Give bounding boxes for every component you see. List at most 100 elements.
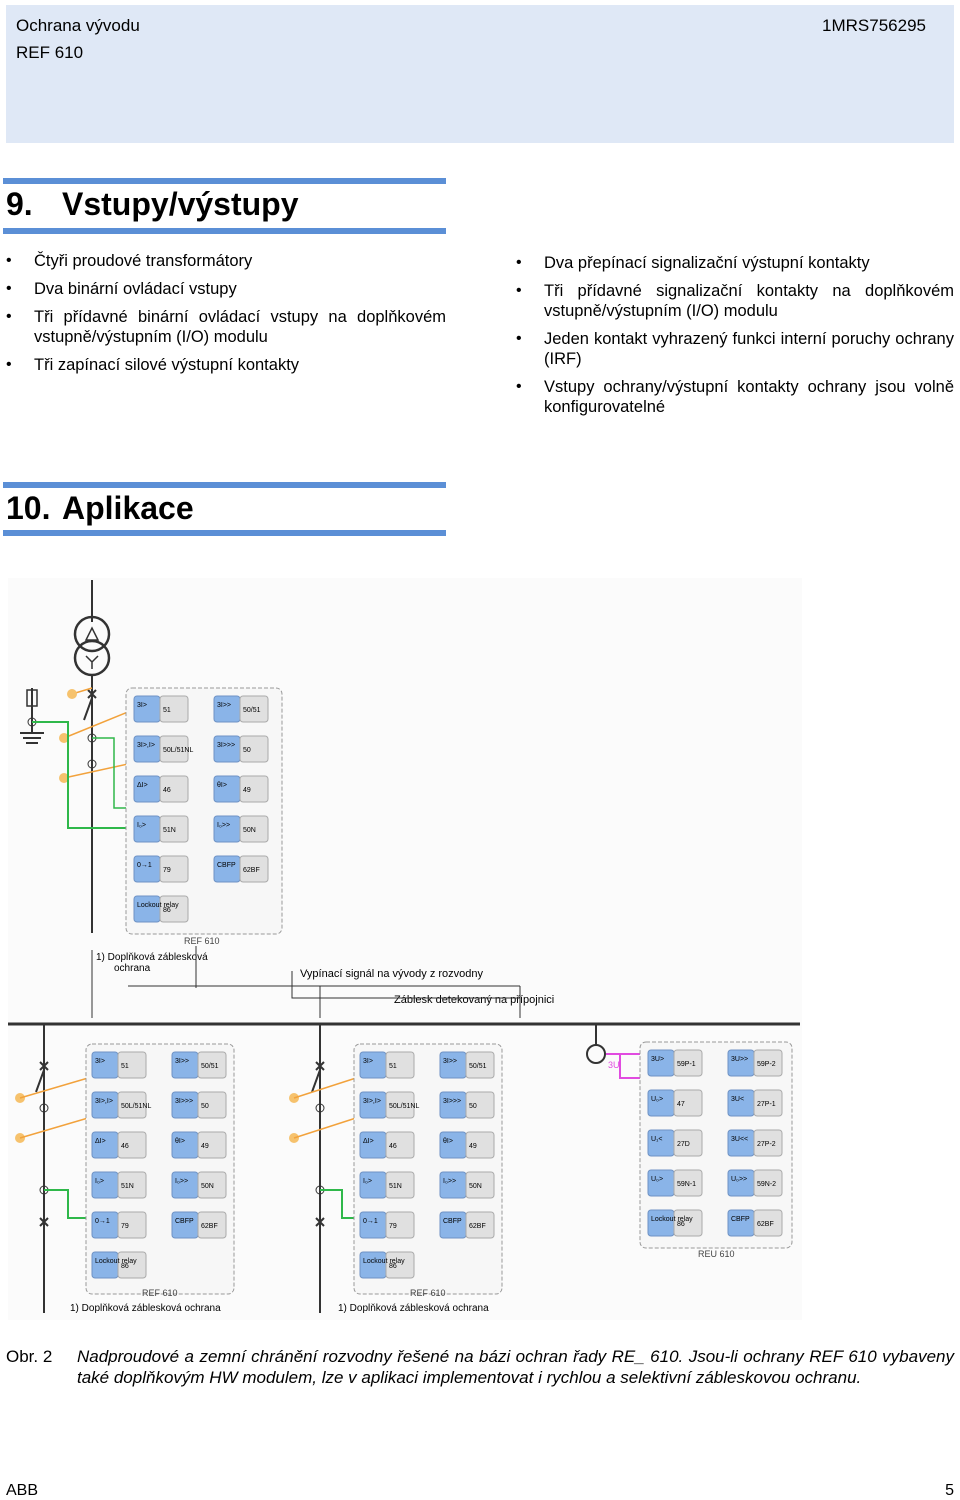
relay-ansi-code: 27P-1: [757, 1101, 776, 1108]
relay-function-block: I₀>51N: [359, 1171, 415, 1199]
relay-function-symbol: 3U<<: [731, 1136, 748, 1143]
relay-function-symbol: ΔI>: [363, 1138, 374, 1145]
flash-note-line1: 1) Doplňková záblesková: [96, 952, 208, 963]
relay-function-block: I₀>>50N: [171, 1171, 227, 1199]
relay-function-symbol: U₀>: [651, 1096, 663, 1103]
relay-ansi-code: 50/51: [469, 1063, 487, 1070]
relay-function-symbol: I₀>>: [217, 822, 230, 829]
relay-function-block: 0→1 79: [91, 1211, 147, 1239]
transformer-icon: [73, 615, 111, 653]
relay-ansi-code: 62BF: [243, 867, 260, 874]
relay-name-label: REF 610: [142, 1288, 178, 1298]
relay-function-symbol: 3I>>: [217, 702, 231, 709]
relay-function-symbol: 3I>>>: [175, 1098, 193, 1105]
relay-function-symbol: 0→1: [95, 1218, 110, 1225]
relay-name-label: REF 610: [184, 936, 220, 946]
relay-ansi-code: 51N: [121, 1183, 134, 1190]
relay-function-block: ΔI>46: [133, 775, 189, 803]
relay-function-block: U₀>59N-1: [647, 1169, 703, 1197]
list-item: Tři přídavné binární ovládací vstupy na …: [6, 307, 446, 347]
relay-ansi-code: 46: [121, 1143, 129, 1150]
relay-block-group: 3I>513I>>50/513I>,I>50L/51NL3I>>>50ΔI>46…: [133, 695, 269, 923]
relay-function-symbol: 3I>>: [443, 1058, 457, 1065]
feeder-1: 3I>513I>>50/513I>,I>50L/51NL3I>>>50ΔI>46…: [15, 1024, 235, 1313]
section-10-title: Aplikace: [62, 490, 194, 526]
relay-function-block: ΔI> 46: [359, 1131, 415, 1159]
relay-ansi-code: 50N: [243, 827, 256, 834]
relay-function-symbol: 3I>>>: [217, 742, 235, 749]
relay-ansi-code: 86: [389, 1263, 397, 1270]
relay-function-symbol: ΔI>: [95, 1138, 106, 1145]
relay-function-symbol: 3I>>: [175, 1058, 189, 1065]
section-rule-top: [3, 482, 446, 488]
footer-company: ABB: [6, 1482, 39, 1499]
relay-function-symbol: 3I>: [95, 1058, 105, 1065]
relay-function-symbol: Lockout relay: [137, 902, 179, 909]
relay-function-symbol: ΔI>: [137, 782, 148, 789]
relay-function-block: 3U>>59P-2: [727, 1049, 783, 1077]
relay-function-symbol: I₀>>: [443, 1178, 456, 1185]
figure-caption: Obr. 2 Nadproudové a zemní chránění rozv…: [6, 1346, 954, 1388]
flash-note-label: 1) Doplňková záblesková ochrana: [96, 952, 211, 974]
relay-function-block: 3I> 51: [359, 1051, 415, 1079]
relay-function-block: 3I>>50/51: [171, 1051, 227, 1079]
section-rule-bottom: [3, 228, 446, 234]
relay-function-symbol: θI>: [217, 782, 227, 789]
list-item: Dva přepínací signalizační výstupní kont…: [516, 253, 954, 273]
relay-ansi-code: 50: [469, 1103, 477, 1110]
list-item: Dva binární ovládací vstupy: [6, 279, 446, 299]
relay-ansi-code: 51: [389, 1063, 397, 1070]
list-item: Tři zapínací silové výstupní kontakty: [6, 355, 446, 375]
io-list-left: Čtyři proudové transformátory Dva binárn…: [6, 251, 446, 383]
relay-function-symbol: Lockout relay: [363, 1258, 405, 1265]
page-header: Ochrana vývodu REF 610 1MRS756295: [6, 5, 954, 143]
relay-function-block: 3I>,I>50L/51NL: [359, 1091, 419, 1119]
relay-function-symbol: I₀>: [137, 822, 146, 829]
relay-ansi-code: 50L/51NL: [389, 1103, 419, 1110]
relay-function-block: 3I>,I>50L/51NL: [91, 1091, 151, 1119]
relay-function-block: I₀>51N: [133, 815, 189, 843]
header-doc-number: 1MRS756295: [822, 16, 926, 35]
relay-function-symbol: θI>: [443, 1138, 453, 1145]
relay-function-block: I₀> 51N: [91, 1171, 147, 1199]
relay-function-block: 3I>>>50: [439, 1091, 495, 1119]
relay-function-block: 3I>51: [133, 695, 189, 723]
relay-function-symbol: 3U>: [651, 1056, 664, 1063]
relay-ansi-code: 47: [677, 1101, 685, 1108]
relay-function-block: 3I>>>50: [171, 1091, 227, 1119]
relay-ansi-code: 59N-2: [757, 1181, 776, 1188]
relay-ansi-code: 86: [121, 1263, 129, 1270]
relay-function-symbol: I₀>: [363, 1178, 372, 1185]
relay-ansi-code: 46: [389, 1143, 397, 1150]
section-9-heading: 9.Vstupy/výstupy: [6, 186, 299, 223]
flash-note-line2: ochrana: [114, 963, 151, 974]
relay-ansi-code: 27D: [677, 1141, 690, 1148]
header-product: REF 610: [16, 43, 84, 62]
voltage-input-label: 3U: [608, 1060, 620, 1070]
section-10-number: 10.: [6, 490, 51, 526]
flash-detected-label: Záblesk detekovaný na přípojnici: [394, 994, 554, 1006]
relay-function-block: U₀> 47: [647, 1089, 703, 1117]
footer-page-number: 5: [945, 1482, 954, 1499]
relay-ansi-code: 62BF: [757, 1221, 774, 1228]
relay-function-block: U₀>>59N-2: [727, 1169, 783, 1197]
relay-function-block: 0→179: [359, 1211, 415, 1239]
relay-ansi-code: 59P-2: [757, 1061, 776, 1068]
relay-ansi-code: 79: [121, 1223, 129, 1230]
relay-ansi-code: 59N-1: [677, 1181, 696, 1188]
figure-caption-text: Nadproudové a zemní chránění rozvodny ře…: [77, 1347, 954, 1387]
relay-function-symbol: I₀>: [95, 1178, 104, 1185]
section-10-heading: 10. Aplikace: [6, 490, 194, 527]
relay-function-symbol: 3I>: [363, 1058, 373, 1065]
section-rule-top: [3, 178, 446, 184]
relay-ansi-code: 59P-1: [677, 1061, 696, 1068]
relay-ansi-code: 79: [389, 1223, 397, 1230]
io-list-right: Dva přepínací signalizační výstupní kont…: [516, 253, 954, 425]
substation-protection-diagram: 3I>513I>>50/513I>,I>50L/51NL3I>>>50ΔI>46…: [8, 578, 802, 1320]
relay-function-symbol: 3I>,I>: [137, 742, 155, 749]
relay-ansi-code: 49: [243, 787, 251, 794]
